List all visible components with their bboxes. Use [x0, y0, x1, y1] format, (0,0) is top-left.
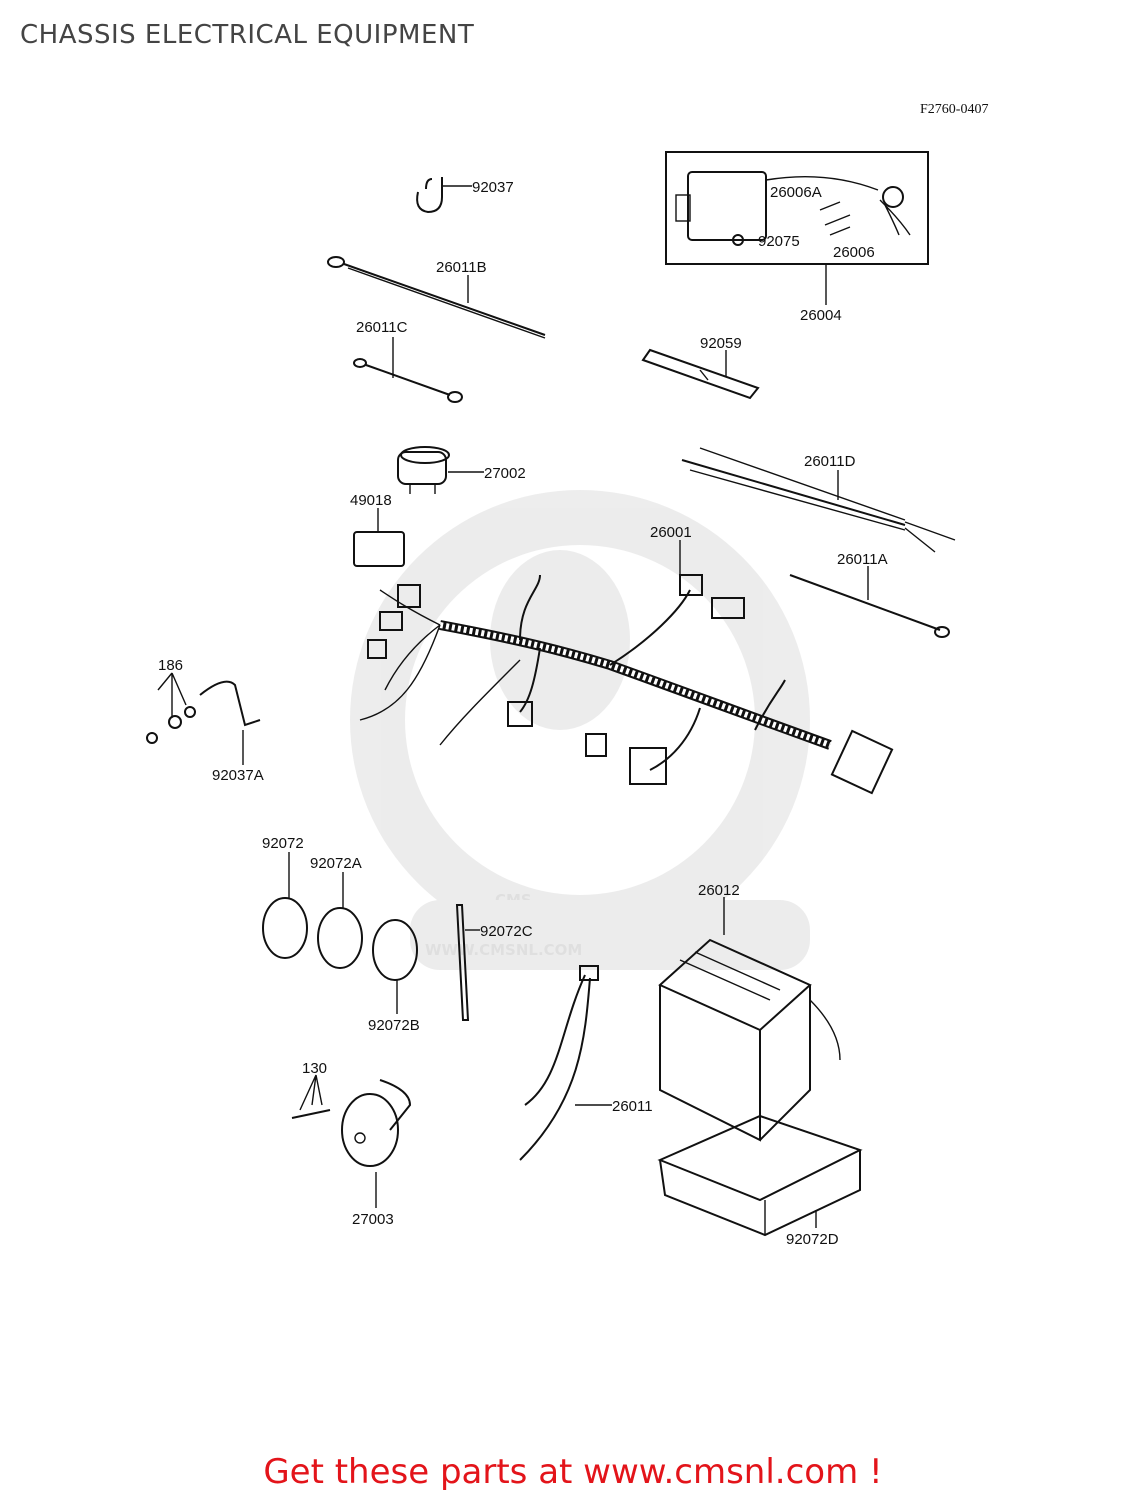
strap-92072 — [262, 852, 308, 959]
horn-27003 — [291, 1074, 412, 1208]
label-49018: 49018 — [350, 492, 392, 509]
drawing-code: F2760-0407 — [920, 102, 989, 117]
cable-26011b — [327, 256, 546, 339]
label-92075: 92075 — [758, 233, 800, 250]
bolts-186 — [146, 672, 261, 765]
clip-92037 — [416, 177, 472, 214]
label-92072b: 92072B — [368, 1017, 420, 1034]
label-92072a: 92072A — [310, 855, 362, 872]
footer-cta[interactable]: Get these parts at www.cmsnl.com ! — [263, 1452, 883, 1492]
page-title: CHASSIS ELECTRICAL EQUIPMENT — [20, 20, 475, 50]
band-92072c — [455, 904, 480, 1021]
label-26004: 26004 — [800, 307, 842, 324]
main-harness-26001 — [359, 540, 894, 795]
label-26012: 26012 — [698, 882, 740, 899]
cable-26011c — [353, 337, 463, 403]
connector-49018 — [353, 508, 405, 567]
label-92037: 92037 — [472, 179, 514, 196]
strap-92072a — [317, 872, 363, 969]
cms-watermark: CMS WWW.CMSNL.COM — [350, 490, 810, 970]
label-26006a: 26006A — [770, 184, 822, 201]
tray-92072d — [657, 1114, 863, 1237]
label-27002: 27002 — [484, 465, 526, 482]
cable-26011d — [681, 447, 956, 553]
label-26011a: 26011A — [837, 551, 888, 568]
label-26006: 26006 — [833, 244, 875, 261]
label-186: 186 — [158, 657, 183, 674]
battery-26012 — [658, 897, 841, 1142]
label-26011c: 26011C — [356, 319, 408, 336]
regulator-box-26004 — [665, 151, 929, 305]
watermark-url: WWW.CMSNL.COM — [425, 941, 582, 959]
watermark-brand: CMS — [495, 891, 532, 909]
label-26011d: 26011D — [804, 453, 856, 470]
label-27003: 27003 — [352, 1211, 394, 1228]
strap-92072b — [372, 919, 418, 1014]
label-92072d: 92072D — [786, 1231, 839, 1248]
label-92072: 92072 — [262, 835, 304, 852]
label-26001: 26001 — [650, 524, 692, 541]
label-26011: 26011 — [612, 1098, 653, 1115]
cable-26011a — [789, 566, 950, 638]
relay-27002 — [397, 446, 484, 494]
label-92037a: 92037A — [212, 767, 264, 784]
label-130: 130 — [302, 1060, 327, 1077]
label-92059: 92059 — [700, 335, 742, 352]
tube-92059 — [641, 348, 760, 400]
cable-26011 — [519, 965, 612, 1161]
label-92072c: 92072C — [480, 923, 533, 940]
label-26011b: 26011B — [436, 259, 487, 276]
